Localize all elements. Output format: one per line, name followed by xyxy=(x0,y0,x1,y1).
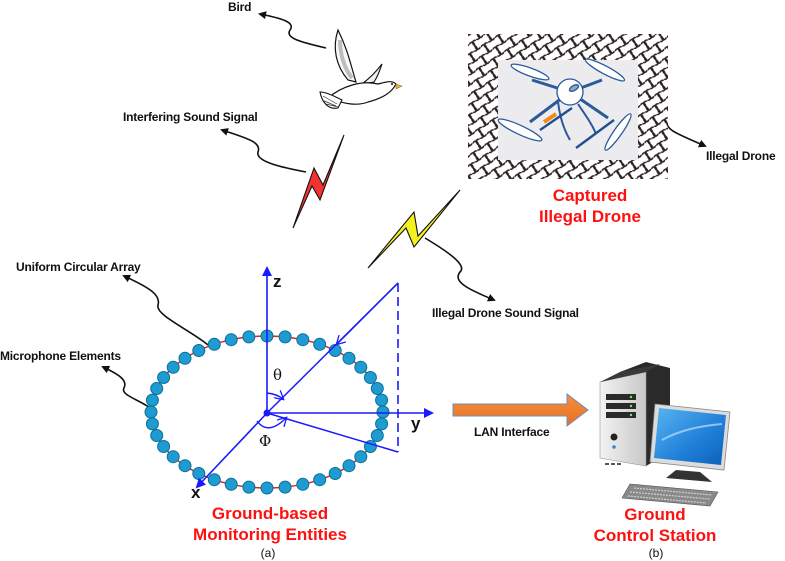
microphone-element xyxy=(224,333,238,347)
computer-icon xyxy=(599,362,731,507)
microphone-element xyxy=(354,360,368,374)
z-axis-label: z xyxy=(273,272,282,291)
signal-arrow xyxy=(337,282,399,344)
microphone-element xyxy=(166,450,180,464)
illegal-drone-sound-signal-label: Illegal Drone Sound Signal xyxy=(432,306,579,320)
microphone-element xyxy=(157,440,171,453)
theta-arc xyxy=(266,393,283,399)
captured-illegal-drone-title: Captured Illegal Drone xyxy=(520,185,660,227)
captured-drone-image xyxy=(468,34,668,179)
drone-signal-callout-arrow xyxy=(424,237,496,302)
microphone-element xyxy=(370,382,384,395)
y-axis-label: y xyxy=(411,414,421,433)
microphone-element xyxy=(192,467,206,480)
illegal-drone-label: Illegal Drone xyxy=(706,149,776,163)
bird-label: Bird xyxy=(228,0,252,14)
microphone-element xyxy=(328,467,342,480)
drone-signal-bolt-icon xyxy=(367,189,461,269)
lan-interface-label: LAN Interface xyxy=(474,425,550,439)
microphone-element xyxy=(178,351,192,365)
microphone-element xyxy=(150,382,164,395)
ground-based-title-line2: Monitoring Entities xyxy=(193,525,347,544)
microphone-element xyxy=(376,405,390,419)
microphone-elements xyxy=(144,329,390,495)
microphone-element xyxy=(342,459,356,473)
microphone-element xyxy=(296,477,310,491)
microphone-element xyxy=(192,344,206,357)
theta-label: θ xyxy=(273,366,283,384)
x-axis xyxy=(195,412,268,489)
uniform-circular-array-label: Uniform Circular Array xyxy=(16,260,141,274)
microphone-element xyxy=(313,473,327,487)
ground-control-title-line2: Control Station xyxy=(593,526,717,545)
phi-arc xyxy=(256,418,286,429)
azimuth-projection-line xyxy=(266,412,399,453)
ground-based-title-line1: Ground-based xyxy=(211,504,329,523)
microphone-element xyxy=(354,450,368,464)
x-axis-label: x xyxy=(191,483,201,502)
subfigure-b-label: (b) xyxy=(648,546,664,560)
microphone-element xyxy=(145,393,159,407)
microphone-element xyxy=(207,337,221,351)
ground-control-station-title: Ground Control Station xyxy=(585,504,725,546)
microphone-element xyxy=(224,477,238,491)
microphone-callout-arrow xyxy=(101,365,151,409)
subfigure-a-label: (a) xyxy=(260,546,276,560)
microphone-element xyxy=(363,371,377,384)
microphone-element xyxy=(278,330,292,344)
ground-based-monitoring-title: Ground-based Monitoring Entities xyxy=(190,503,350,545)
interfering-signal-callout-arrow xyxy=(220,128,307,173)
phi-label: Φ xyxy=(259,432,272,450)
uniform-array-callout-arrow xyxy=(122,274,209,346)
microphone-element xyxy=(144,405,158,419)
microphone-element xyxy=(375,417,389,431)
captured-title-line1: Captured xyxy=(552,186,628,205)
captured-title-line2: Illegal Drone xyxy=(538,207,642,226)
bird-icon xyxy=(319,28,403,109)
lan-interface-arrow xyxy=(452,392,589,428)
uniform-circular-array xyxy=(144,329,390,495)
bird-callout-arrow xyxy=(258,11,327,49)
microphone-element xyxy=(260,481,274,495)
array-center xyxy=(263,409,271,417)
microphone-element xyxy=(145,417,159,431)
microphone-element xyxy=(296,333,310,347)
microphone-element xyxy=(150,429,164,442)
microphone-element xyxy=(375,393,389,407)
microphone-element xyxy=(166,360,180,374)
interfering-sound-signal-label: Interfering Sound Signal xyxy=(123,110,258,124)
microphone-element xyxy=(313,337,327,351)
microphone-element xyxy=(242,480,256,494)
microphone-element xyxy=(157,371,171,384)
microphone-elements-label: Microphone Elements xyxy=(0,349,121,363)
microphone-element xyxy=(370,429,384,442)
ground-control-title-line1: Ground xyxy=(624,505,686,524)
microphone-element xyxy=(178,459,192,473)
coordinate-axes xyxy=(195,266,434,489)
microphone-element xyxy=(207,473,221,487)
microphone-element xyxy=(278,480,292,494)
drone-icon xyxy=(497,58,632,151)
interfering-signal-bolt-icon xyxy=(292,134,345,229)
microphone-element xyxy=(242,330,256,344)
microphone-element xyxy=(342,351,356,365)
